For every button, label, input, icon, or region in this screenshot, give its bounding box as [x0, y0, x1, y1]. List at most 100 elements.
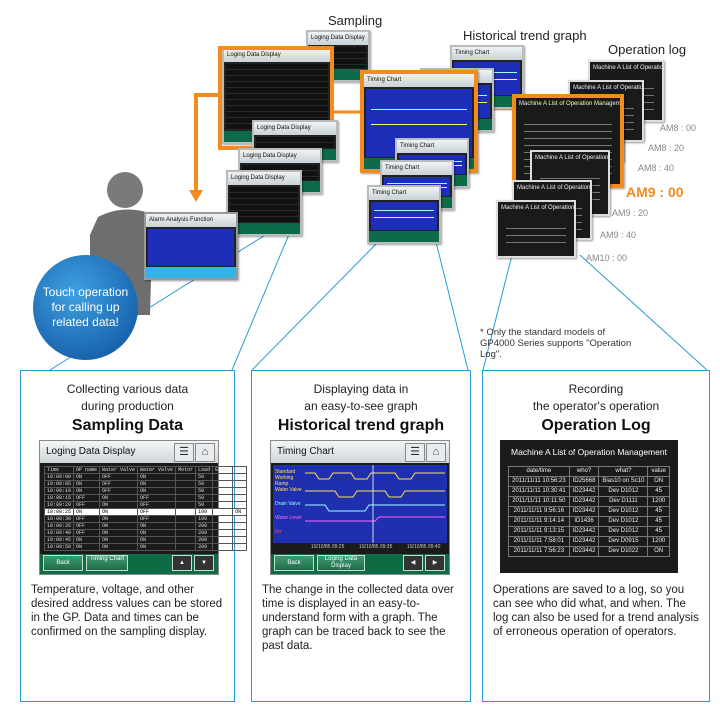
- table-cell: OFF: [137, 515, 177, 523]
- table-cell: 2011/11/11 7:56:23: [508, 546, 570, 557]
- trend-graph-area: Standard Working Ramp Water Valve Drain …: [273, 465, 447, 543]
- table-cell: Dev D1012: [598, 506, 649, 517]
- screen-title: Loging Data Display: [46, 446, 136, 457]
- table-cell: [212, 480, 234, 488]
- callout-line-3b: [579, 254, 708, 371]
- back-button[interactable]: Back: [43, 555, 83, 571]
- table-cell: OP name: [73, 466, 101, 474]
- table-cell: 10:00:20: [43, 501, 75, 509]
- time-label: AM8 : 20: [648, 143, 685, 153]
- right-arrow-button[interactable]: ▶: [425, 555, 445, 571]
- table-cell: [212, 529, 234, 537]
- table-cell: ON: [137, 487, 177, 495]
- table-cell: [175, 494, 197, 502]
- table-cell: [212, 522, 234, 530]
- time-label: AM8 : 00: [660, 123, 697, 133]
- table-cell: OFF: [232, 501, 248, 509]
- table-cell: OFF: [232, 480, 248, 488]
- list-icon[interactable]: ☰: [174, 443, 194, 462]
- table-cell: 2011/11/11 10:56:23: [508, 476, 570, 487]
- table-cell: Water Valve: [99, 466, 139, 474]
- panel-subtitle: Displaying data in: [313, 382, 409, 396]
- table-cell: 2011/11/11 10:11:50: [508, 496, 570, 507]
- table-cell: 45: [647, 526, 670, 537]
- table-cell: ID23442: [568, 496, 600, 507]
- time-label: AM9 : 20: [612, 208, 649, 218]
- table-cell: 10:00:15: [43, 494, 75, 502]
- table-cell: ON: [232, 515, 248, 523]
- table-cell: [175, 529, 197, 537]
- table-cell: 10:00:40: [43, 529, 75, 537]
- table-cell: OFF: [232, 487, 248, 495]
- table-cell: ON: [73, 473, 101, 481]
- table-cell: [212, 515, 234, 523]
- table-cell: Dev D1012: [598, 526, 649, 537]
- loging-data-display-button[interactable]: Loging Data Display: [317, 555, 365, 571]
- table-cell: ID23442: [568, 526, 600, 537]
- table-cell: Dev D0915: [598, 536, 649, 547]
- table-cell: ID23442: [568, 536, 600, 547]
- panel-subtitle: Collecting various data: [66, 382, 189, 396]
- table-cell: ON: [99, 515, 139, 523]
- table-cell: ON: [137, 473, 177, 481]
- table-cell: [212, 508, 234, 516]
- table-cell: ON: [73, 480, 101, 488]
- oplog-mini-sheet: Machine A List of Operation Management: [496, 200, 576, 258]
- down-arrow-button[interactable]: ▼: [194, 555, 214, 571]
- table-cell: OFF: [99, 487, 139, 495]
- list-icon[interactable]: ☰: [405, 443, 425, 462]
- table-cell: 100: [195, 515, 214, 523]
- table-cell: [175, 501, 197, 509]
- gp-touch-panel[interactable]: Alarm Analysis Function: [144, 212, 238, 280]
- table-cell: [175, 536, 197, 544]
- table-cell: ON: [647, 476, 670, 487]
- table-cell: 200: [195, 522, 214, 530]
- table-cell: 1200: [647, 536, 670, 547]
- table-cell: 1200: [647, 496, 670, 507]
- table-cell: [175, 543, 197, 551]
- table-cell: OFF: [73, 515, 101, 523]
- table-cell: ON: [99, 536, 139, 544]
- table-cell: [212, 487, 234, 495]
- table-cell: OFF: [137, 494, 177, 502]
- home-icon[interactable]: ⌂: [426, 443, 446, 462]
- orange-arrow-path: [194, 93, 222, 192]
- table-cell: OFF: [73, 494, 101, 502]
- panel-body: Temperature, voltage, and other desired …: [31, 584, 223, 638]
- panel-body: The change in the collected data over ti…: [262, 584, 454, 652]
- home-icon[interactable]: ⌂: [195, 443, 215, 462]
- table-cell: 10:00:50: [43, 543, 75, 551]
- table-cell: 2011/11/11 7:58:01: [508, 536, 570, 547]
- table-cell: OFF: [73, 522, 101, 530]
- back-button[interactable]: Back: [274, 555, 314, 571]
- timing-chart-button[interactable]: Timing Chart: [86, 555, 128, 571]
- operation-log-label: Operation log: [608, 42, 687, 57]
- sampling-label: Sampling: [328, 13, 383, 28]
- table-cell: OFF: [73, 529, 101, 537]
- left-arrow-button[interactable]: ◀: [403, 555, 423, 571]
- table-cell: OFF: [73, 501, 101, 509]
- screen-title: Timing Chart: [277, 446, 334, 457]
- table-cell: ID25668: [568, 476, 600, 487]
- table-cell: 10:00:25: [43, 508, 75, 516]
- table-cell: ON: [647, 546, 670, 557]
- oplog-screen: Machine A List of Operation Management d…: [500, 440, 678, 573]
- table-cell: [212, 494, 234, 502]
- table-cell: Err: [232, 466, 248, 474]
- table-cell: 10:00:45: [43, 536, 75, 544]
- table-cell: 10:00:00: [43, 473, 75, 481]
- up-arrow-button[interactable]: ▲: [172, 555, 192, 571]
- trend-series-label: Drain Valve: [275, 501, 301, 507]
- table-cell: ON: [137, 480, 177, 488]
- table-cell: ID1436: [568, 516, 600, 527]
- table-cell: [175, 522, 197, 530]
